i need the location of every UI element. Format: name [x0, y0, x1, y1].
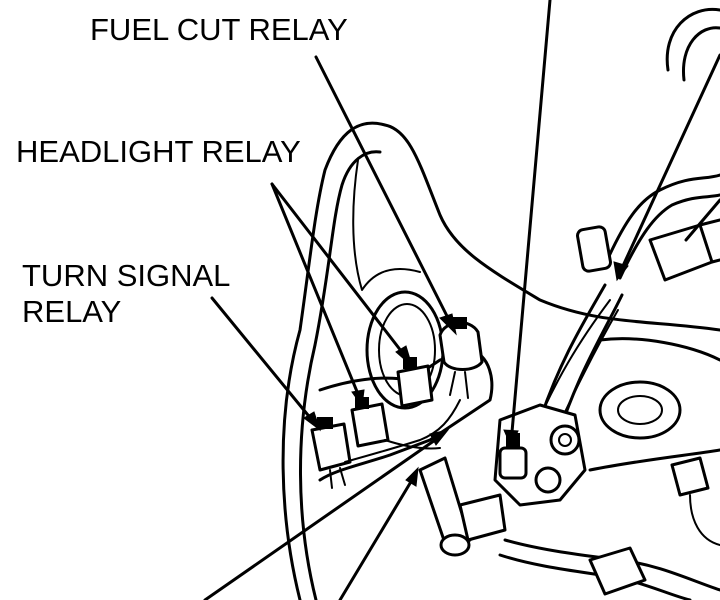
bracket-bolt-2: [534, 466, 562, 494]
switch-housing: [648, 223, 714, 282]
top-right-leader: [620, 53, 720, 270]
fairing-outline: [281, 121, 720, 600]
horn-center: [617, 395, 663, 425]
right-coupler: [670, 456, 710, 497]
horn-body: [598, 380, 682, 440]
right-fairing-panel: [588, 337, 720, 472]
relay-mount-plate: [318, 348, 494, 482]
bracket-bolt: [549, 424, 581, 456]
fuel-cut-relay-body: [438, 321, 484, 371]
fuel-cut-relay-label: FUEL CUT RELAY: [90, 12, 348, 47]
bracket-bolt-center: [558, 433, 572, 447]
fairing-inner-edge: [299, 150, 382, 600]
top-right-arrowhead: [613, 261, 629, 282]
bottom-left-arrowhead: [429, 429, 450, 446]
brake-reservoir: [576, 225, 612, 273]
top-center-leader: [510, 0, 552, 434]
fuel-cut-leader: [314, 55, 452, 324]
right-switch-leader: [684, 198, 720, 242]
headlight-relay-label: HEADLIGHT RELAY: [16, 134, 301, 169]
turn-signal-arrowhead: [303, 411, 321, 432]
fork-tube-end: [439, 533, 471, 557]
bottom-center-arrowhead: [405, 466, 419, 487]
turn-signal-leader: [210, 296, 314, 422]
turn-signal-relay-wires: [329, 467, 346, 489]
right-grip-area: [698, 218, 720, 264]
bottom-connector: [588, 546, 647, 596]
headlight-leader-a: [270, 182, 407, 358]
turn-signal-relay-tab: [317, 417, 333, 429]
headlight-relay-lower: [350, 402, 390, 448]
headlight-arrowhead-a: [395, 345, 413, 368]
fuel-cut-relay-wires: [449, 371, 469, 399]
bottom-left-leader: [203, 436, 440, 600]
meter-housing: [665, 7, 720, 72]
turn-signal-relay-label-line1: TURN SIGNAL: [22, 258, 231, 293]
turn-signal-relay-label-line2: RELAY: [22, 294, 122, 329]
center-connector: [498, 446, 528, 480]
frame-tube-right: [558, 293, 624, 432]
relay-wiring: [344, 399, 461, 463]
headlight-relay-upper: [396, 364, 434, 408]
headlight-arrowhead-b: [351, 389, 365, 408]
fork-clamp: [458, 493, 507, 542]
top-center-arrowhead: [503, 429, 519, 448]
relay-wiring-2: [384, 439, 441, 450]
handlebar-stay-2: [618, 193, 720, 280]
turn-signal-relay-body: [310, 422, 352, 472]
handlebar-stay: [603, 173, 720, 267]
meter-housing-inner: [681, 26, 720, 82]
headlight-leader-b: [270, 182, 360, 396]
windscreen-edge: [352, 159, 421, 291]
right-coupler-wire: [689, 494, 720, 546]
bottom-center-leader: [338, 478, 414, 600]
fuel-cut-arrowhead: [439, 313, 457, 336]
